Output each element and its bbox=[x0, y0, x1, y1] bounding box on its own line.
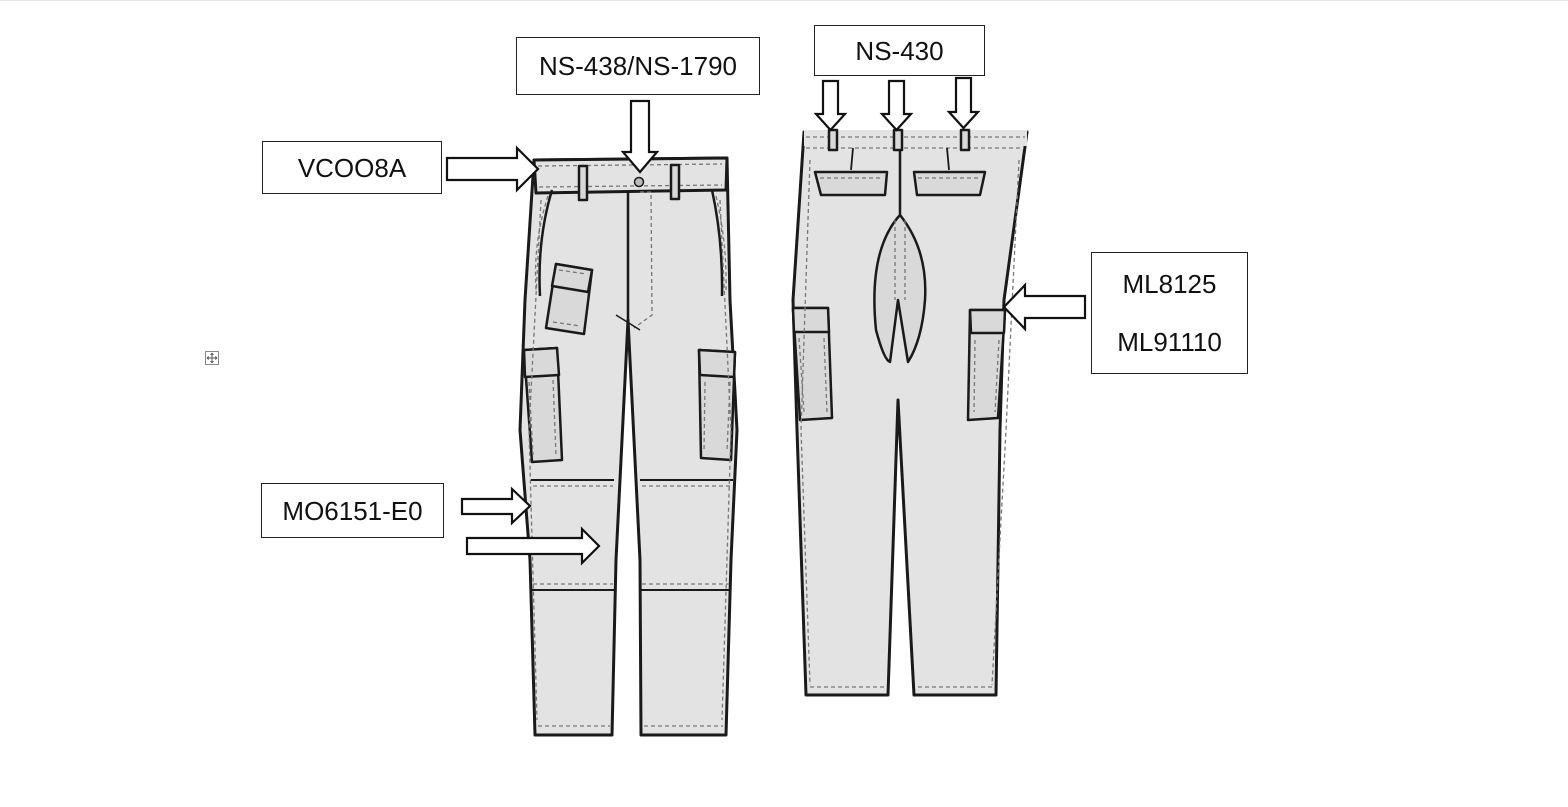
arrow-loop-left bbox=[813, 79, 848, 132]
label-fly: NS-438/NS-1790 bbox=[516, 37, 760, 95]
front-view bbox=[518, 156, 739, 737]
arrow-waistband bbox=[445, 145, 540, 193]
back-view bbox=[791, 128, 1029, 697]
label-cargo-line2: ML91110 bbox=[1117, 327, 1222, 357]
arrow-loop-center bbox=[879, 79, 914, 132]
label-cargo: ML8125 ML91110 bbox=[1091, 252, 1248, 374]
label-back-loops-text: NS-430 bbox=[855, 35, 944, 66]
move-anchor-icon[interactable] bbox=[205, 351, 219, 365]
arrow-fly bbox=[620, 99, 660, 174]
label-waistband-text: VCOO8A bbox=[297, 152, 407, 183]
page-top-rule bbox=[0, 0, 1568, 1]
label-fly-text: NS-438/NS-1790 bbox=[539, 51, 737, 81]
label-waistband: VCOO8A bbox=[262, 141, 442, 194]
arrow-cargo bbox=[1002, 282, 1087, 332]
label-cargo-line1: ML8125 bbox=[1122, 269, 1217, 299]
arrow-knee-upper bbox=[460, 486, 532, 526]
arrow-loop-right bbox=[946, 76, 981, 130]
label-knee-text: MO6151-E0 bbox=[282, 495, 423, 526]
arrow-knee-lower bbox=[465, 526, 601, 566]
label-back-loops: NS-430 bbox=[814, 25, 985, 76]
label-knee: MO6151-E0 bbox=[261, 483, 444, 538]
